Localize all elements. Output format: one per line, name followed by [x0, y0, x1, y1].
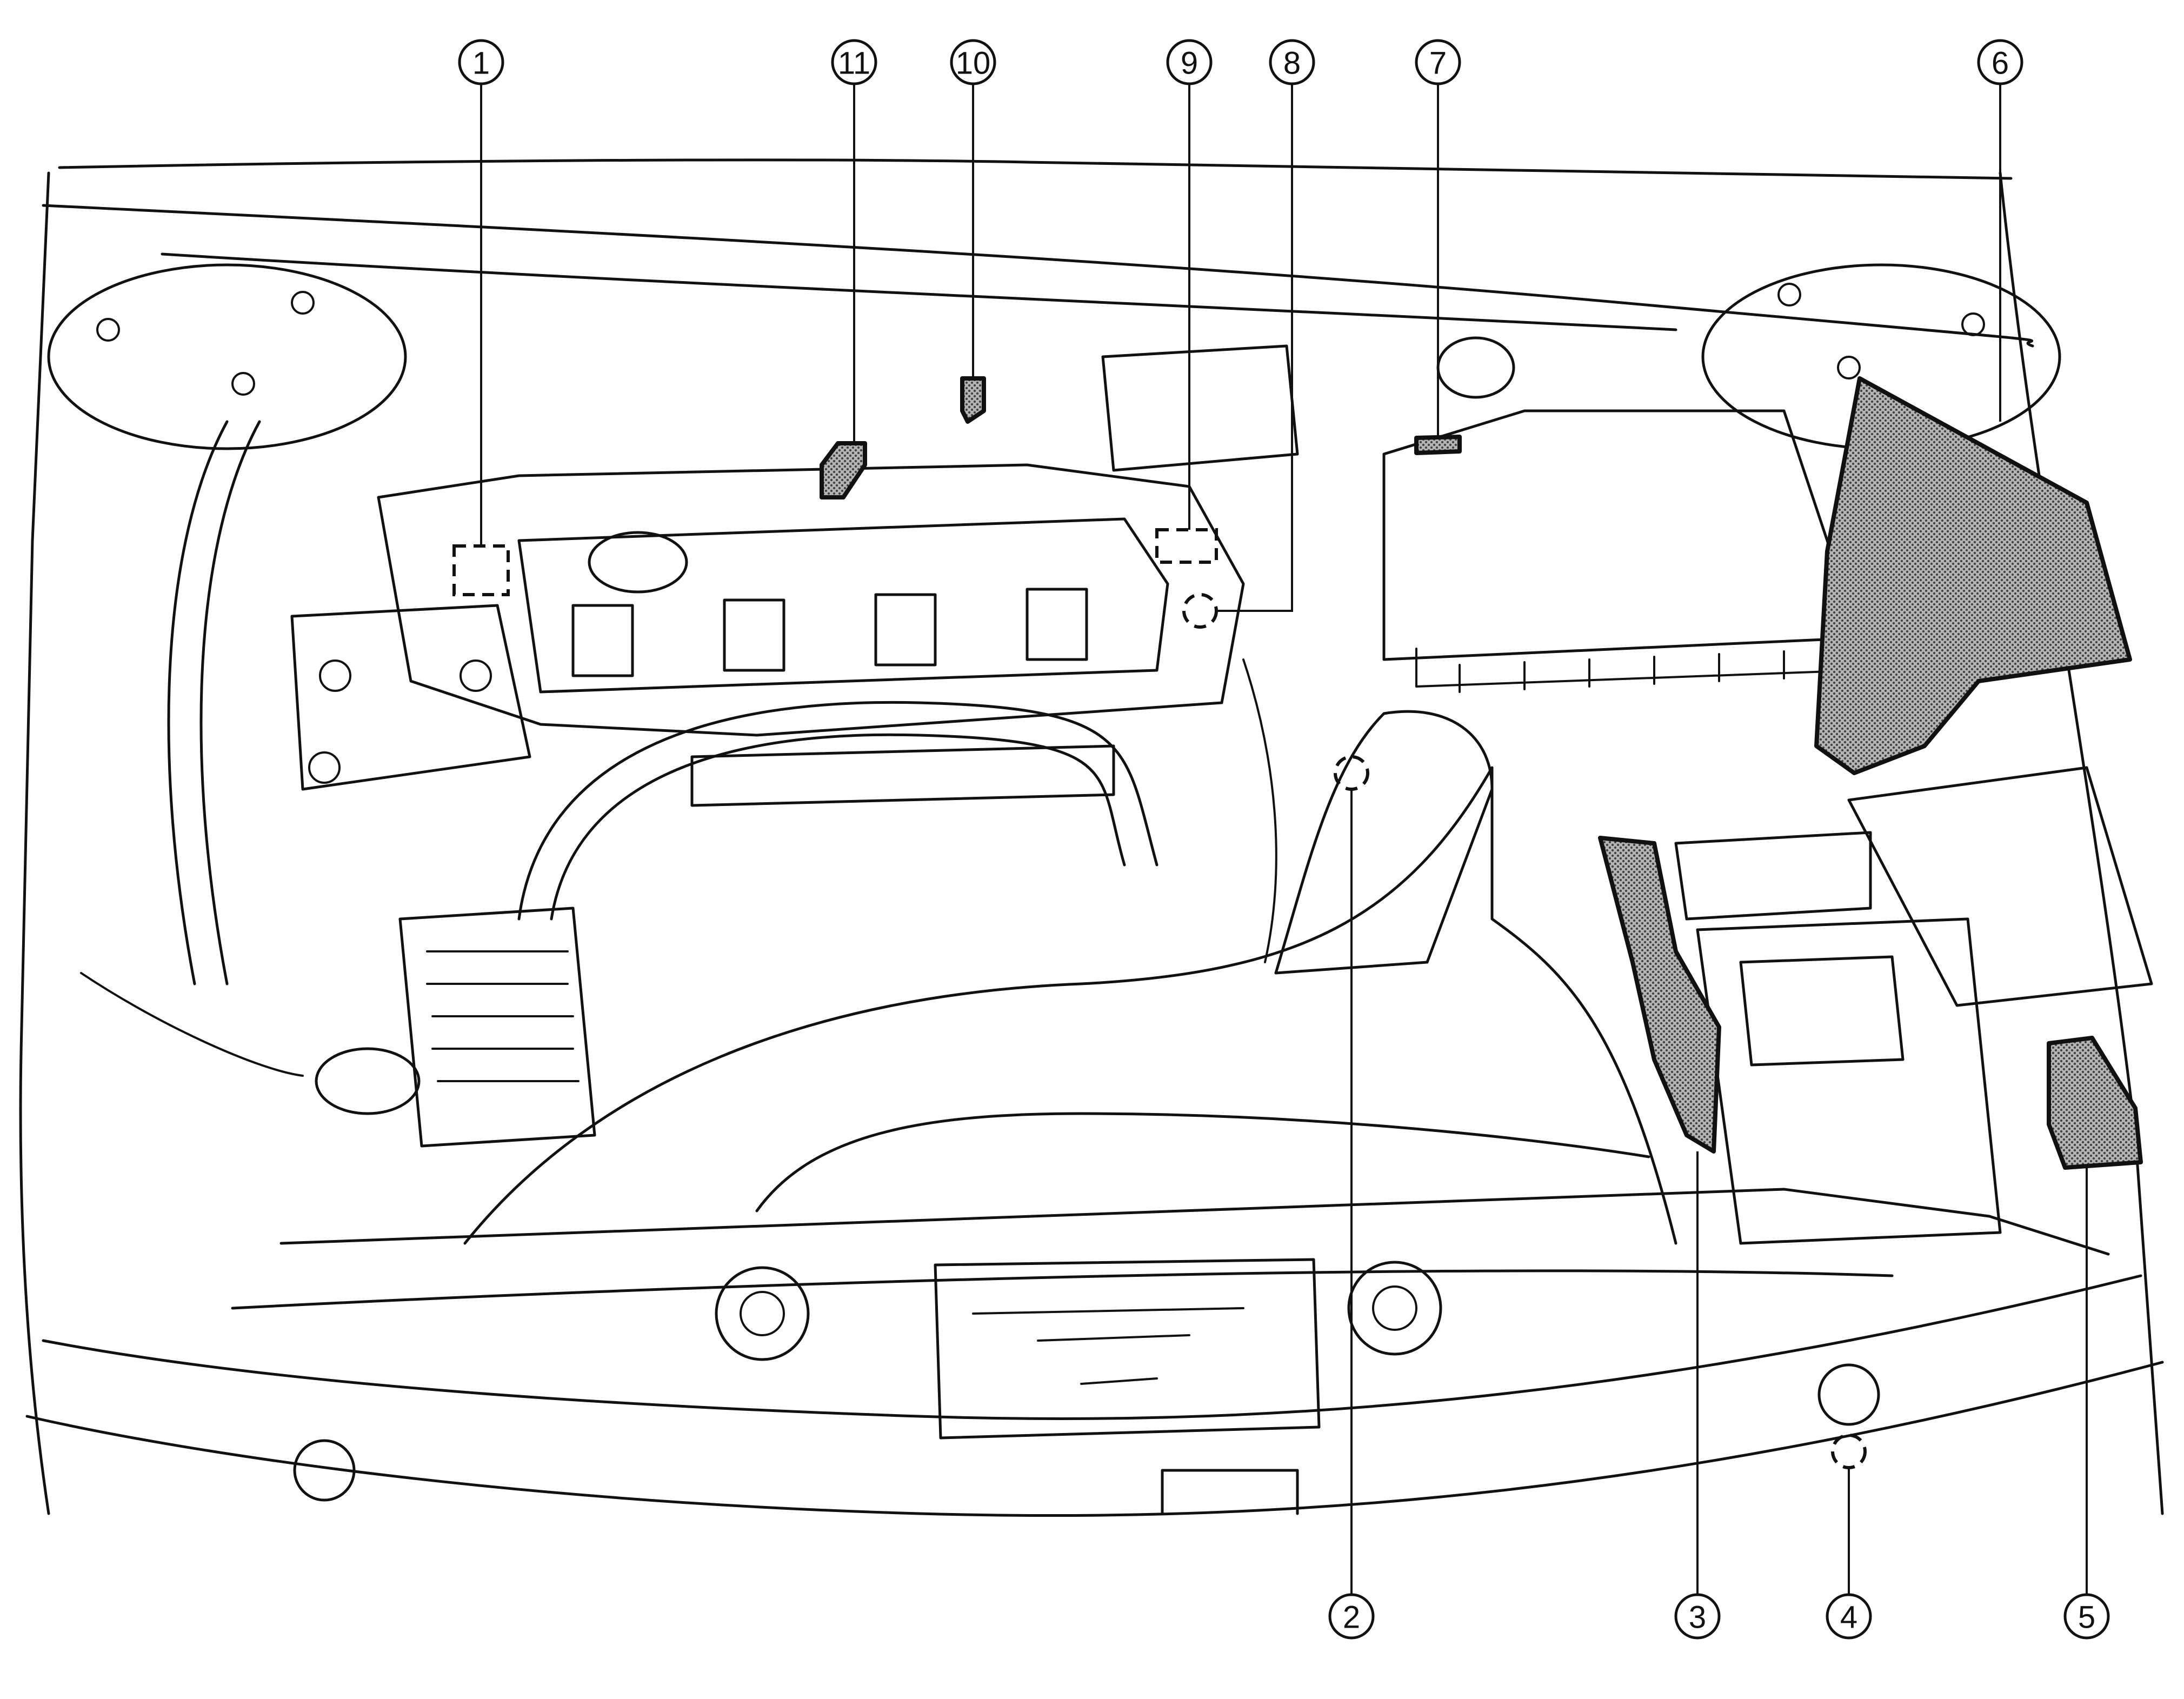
cowl-line-2	[161, 252, 1677, 331]
callout-8-label: 8	[1283, 46, 1301, 81]
callout-7: 7	[1415, 39, 1461, 85]
alternator	[398, 907, 596, 1148]
front-arc-inner	[42, 1274, 2142, 1420]
marker-4-circle	[1831, 1434, 1867, 1469]
core-support	[279, 1188, 2110, 1256]
marker-2-circle	[1334, 755, 1369, 791]
hood-bumper-left-inner	[740, 1291, 785, 1336]
part-7-sensor	[1414, 435, 1462, 455]
intake-snorkel	[1274, 710, 1494, 975]
callout-1-label: 1	[472, 46, 490, 81]
battery	[1696, 917, 2002, 1245]
mount-bolt-c	[308, 751, 341, 784]
callout-7-label: 7	[1429, 46, 1447, 81]
ignition-coil-2	[723, 598, 785, 672]
callout-6-label: 6	[1992, 46, 2009, 81]
left-mount-grommet	[293, 1439, 356, 1502]
part-10-connector	[960, 376, 986, 424]
callout-5: 5	[2063, 1593, 2110, 1640]
hood-bumper-left	[715, 1266, 810, 1361]
left-strut-bolt-c	[231, 372, 255, 396]
engine-head	[377, 463, 1245, 737]
battery-top	[1739, 955, 1905, 1067]
callouts: 1 11 10 9 8 7 6 2 3 4 5	[458, 39, 2110, 1640]
front-arc-outer	[25, 1361, 2164, 1517]
right-fender	[1999, 171, 2164, 1515]
callout-10-label: 10	[956, 46, 991, 81]
radiator-cap	[315, 1047, 421, 1115]
right-strut-bolt-a	[1777, 283, 1801, 307]
lower-front-box	[1161, 1469, 1299, 1515]
engine-line-art	[19, 158, 2164, 1517]
hood-bumper-right	[1347, 1261, 1442, 1356]
callout-4-label: 4	[1840, 1600, 1857, 1635]
callout-2-label: 2	[1343, 1600, 1360, 1635]
callout-2: 2	[1328, 1593, 1375, 1640]
oil-filler-cap	[588, 531, 688, 594]
fuel-rail	[690, 744, 1115, 807]
callout-1: 1	[458, 39, 504, 85]
marker-8-circle	[1182, 593, 1218, 629]
part-3-harness-shield	[1598, 836, 1721, 1154]
callout-4: 4	[1826, 1593, 1872, 1640]
callout-11-label: 11	[838, 46, 870, 81]
callout-5-label: 5	[2078, 1600, 2095, 1635]
air-cleaner-box	[1382, 409, 1861, 661]
engine-mount	[290, 604, 531, 791]
valve-cover	[517, 517, 1169, 694]
wiring-harness	[80, 658, 1277, 1077]
ignition-coil-1	[571, 604, 634, 677]
callout-9: 9	[1166, 39, 1213, 85]
upper-hose	[517, 701, 1158, 921]
hood-latch	[972, 1307, 1244, 1385]
intake-duct-top	[755, 1112, 1650, 1212]
left-strut-bolt-b	[291, 291, 315, 315]
alternator-fins	[426, 950, 580, 1082]
intake-duct	[463, 766, 1677, 1245]
left-fender	[19, 171, 50, 1515]
right-mount-grommet	[1817, 1363, 1880, 1426]
mount-bolt-b	[460, 659, 492, 692]
marker-1-box	[452, 544, 510, 596]
right-strut-bolt-b	[1961, 312, 1985, 336]
reservoir-cap	[1436, 336, 1515, 399]
callout-10: 10	[950, 39, 996, 85]
callout-6: 6	[1977, 39, 2023, 85]
leader-8	[1216, 81, 1293, 612]
battery-hold-down	[1674, 831, 1872, 921]
left-strut-tower	[47, 263, 407, 450]
part-5-battery-terminal-cover	[2047, 1036, 2143, 1170]
brake-reservoir	[1101, 344, 1299, 472]
callout-3-label: 3	[1689, 1600, 1706, 1635]
callout-8: 8	[1269, 39, 1315, 85]
callout-3: 3	[1674, 1593, 1721, 1640]
air-cleaner-ribs	[1415, 648, 1861, 693]
marker-9-box	[1155, 528, 1218, 564]
left-hose-inner	[199, 420, 261, 985]
cowl-line	[42, 204, 2034, 348]
right-strut-bolt-c	[1837, 356, 1861, 379]
left-hose	[167, 420, 229, 985]
upper-hose-inner	[550, 733, 1126, 921]
mount-bolt-a	[319, 659, 351, 692]
core-support-lower	[231, 1269, 1894, 1310]
hood-bumper-right-inner	[1372, 1285, 1417, 1331]
leader-lines	[480, 81, 2088, 1595]
callout-11: 11	[831, 39, 877, 85]
part-11-connector	[820, 441, 867, 499]
hood-latch-opening	[934, 1258, 1321, 1440]
hood-edge-line	[58, 158, 2013, 180]
ignition-coil-4	[1026, 588, 1088, 661]
part-6-ipdm-cover	[1814, 376, 2132, 775]
highlighted-components	[820, 376, 2143, 1170]
fuse-box-body	[1847, 766, 2153, 1007]
callout-9-label: 9	[1181, 46, 1198, 81]
left-strut-bolt-a	[96, 318, 120, 342]
ignition-coil-3	[874, 593, 937, 667]
